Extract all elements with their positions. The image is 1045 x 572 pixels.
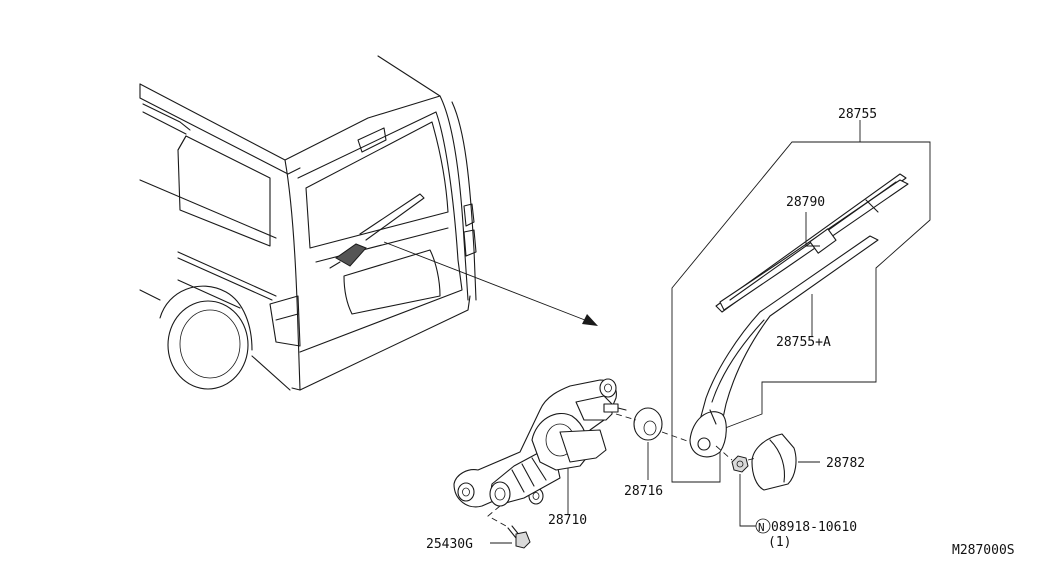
- label-assembly: 28755: [838, 107, 877, 122]
- nut-symbol-circle: [755, 518, 771, 534]
- wiper-cap: [751, 433, 797, 491]
- license-garnish: [343, 249, 441, 315]
- assembly-boundary: [671, 120, 931, 483]
- label-pivot-seal: 28716: [624, 484, 663, 499]
- label-arm: 28755+A: [776, 335, 831, 350]
- wiper-arm: [689, 235, 879, 458]
- pivot-seal: [615, 407, 691, 443]
- nut: [715, 445, 757, 473]
- wiper-motor: [453, 378, 627, 527]
- wiper-blade: [715, 173, 909, 313]
- part-labels: 28755 28790 28755+A 28782 28716 28710 25…: [426, 107, 1015, 558]
- drawing-code: M287000S: [952, 543, 1015, 558]
- label-motor: 28710: [548, 513, 587, 528]
- callout-arrow: [383, 241, 598, 326]
- label-bolt: 25430G: [426, 537, 473, 552]
- label-blade: 28790: [786, 195, 825, 210]
- bolt: [507, 525, 531, 549]
- leader-lines: [490, 212, 820, 544]
- label-nut: 08918-10610: [771, 520, 857, 535]
- label-nut-symbol: N: [758, 521, 765, 534]
- label-nut-qty: (1): [768, 535, 791, 550]
- label-cap: 28782: [826, 456, 865, 471]
- vehicle-illustration: [139, 55, 477, 391]
- rear-window: [305, 121, 449, 249]
